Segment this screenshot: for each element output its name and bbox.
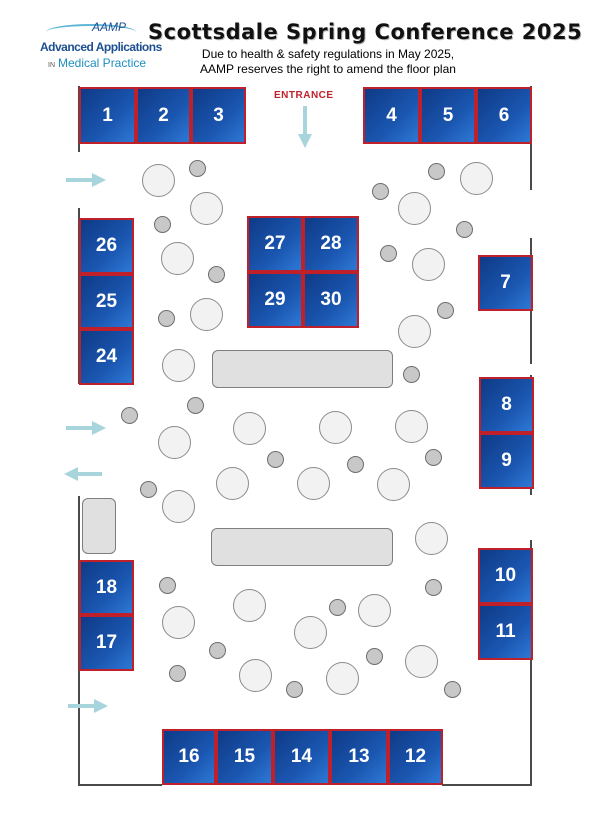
side-table bbox=[82, 498, 116, 554]
logo-aamp-text: AAMP bbox=[92, 20, 127, 34]
cocktail-table bbox=[437, 302, 454, 319]
booth-17[interactable]: 17 bbox=[79, 615, 134, 671]
round-table bbox=[216, 467, 249, 500]
cocktail-table bbox=[456, 221, 473, 238]
round-table bbox=[190, 298, 223, 331]
wall-bottom-right bbox=[442, 784, 532, 786]
booth-13[interactable]: 13 bbox=[330, 729, 388, 785]
booth-28[interactable]: 28 bbox=[303, 216, 359, 272]
cocktail-table bbox=[121, 407, 138, 424]
round-table bbox=[294, 616, 327, 649]
cocktail-table bbox=[347, 456, 364, 473]
round-table bbox=[395, 410, 428, 443]
page-title: Scottsdale Spring Conference 2025 bbox=[148, 20, 583, 44]
round-table bbox=[162, 606, 195, 639]
buffet-table bbox=[211, 528, 393, 566]
arrow-right-icon bbox=[66, 173, 106, 187]
booth-8[interactable]: 8 bbox=[479, 377, 534, 433]
cocktail-table bbox=[208, 266, 225, 283]
cocktail-table bbox=[380, 245, 397, 262]
cocktail-table bbox=[372, 183, 389, 200]
entrance-label: ENTRANCE bbox=[274, 90, 334, 101]
subtitle-line1: Due to health & safety regulations in Ma… bbox=[201, 47, 455, 61]
cocktail-table bbox=[428, 163, 445, 180]
booth-18[interactable]: 18 bbox=[79, 560, 134, 615]
wall-bottom-left bbox=[78, 784, 162, 786]
booth-7[interactable]: 7 bbox=[478, 255, 533, 311]
booth-9[interactable]: 9 bbox=[479, 433, 534, 489]
booth-29[interactable]: 29 bbox=[247, 272, 303, 328]
booth-25[interactable]: 25 bbox=[79, 274, 134, 329]
round-table bbox=[398, 315, 431, 348]
logo-arc-icon bbox=[46, 24, 136, 40]
booth-1[interactable]: 1 bbox=[79, 87, 136, 144]
cocktail-table bbox=[169, 665, 186, 682]
cocktail-table bbox=[209, 642, 226, 659]
arrow-left-icon bbox=[64, 467, 102, 481]
round-table bbox=[326, 662, 359, 695]
booth-12[interactable]: 12 bbox=[388, 729, 443, 785]
logo-line1: Advanced Applications bbox=[40, 40, 162, 54]
round-table bbox=[158, 426, 191, 459]
buffet-table bbox=[212, 350, 393, 388]
round-table bbox=[358, 594, 391, 627]
booth-10[interactable]: 10 bbox=[478, 548, 533, 604]
cocktail-table bbox=[159, 577, 176, 594]
subtitle-line2: AAMP reserves the right to amend the flo… bbox=[200, 62, 456, 76]
logo-line2-text: Medical Practice bbox=[58, 56, 147, 70]
arrow-right-icon bbox=[66, 421, 106, 435]
booth-27[interactable]: 27 bbox=[247, 216, 303, 272]
round-table bbox=[412, 248, 445, 281]
round-table bbox=[142, 164, 175, 197]
booth-5[interactable]: 5 bbox=[420, 87, 476, 144]
arrow-right-icon bbox=[68, 699, 108, 713]
round-table bbox=[161, 242, 194, 275]
wall-right-lower bbox=[530, 540, 532, 786]
round-table bbox=[190, 192, 223, 225]
round-table bbox=[377, 468, 410, 501]
logo-in-text: IN bbox=[48, 62, 55, 69]
cocktail-table bbox=[154, 216, 171, 233]
cocktail-table bbox=[425, 579, 442, 596]
booth-30[interactable]: 30 bbox=[303, 272, 359, 328]
booth-14[interactable]: 14 bbox=[273, 729, 330, 785]
booth-3[interactable]: 3 bbox=[191, 87, 246, 144]
round-table bbox=[415, 522, 448, 555]
cocktail-table bbox=[286, 681, 303, 698]
cocktail-table bbox=[158, 310, 175, 327]
booth-2[interactable]: 2 bbox=[136, 87, 191, 144]
cocktail-table bbox=[267, 451, 284, 468]
booth-11[interactable]: 11 bbox=[478, 604, 533, 660]
cocktail-table bbox=[187, 397, 204, 414]
round-table bbox=[398, 192, 431, 225]
round-table bbox=[162, 490, 195, 523]
cocktail-table bbox=[366, 648, 383, 665]
round-table bbox=[239, 659, 272, 692]
cocktail-table bbox=[444, 681, 461, 698]
cocktail-table bbox=[140, 481, 157, 498]
booth-26[interactable]: 26 bbox=[79, 218, 134, 274]
round-table bbox=[319, 411, 352, 444]
entrance-arrow-icon bbox=[298, 106, 312, 148]
cocktail-table bbox=[189, 160, 206, 177]
booth-4[interactable]: 4 bbox=[363, 87, 420, 144]
booth-6[interactable]: 6 bbox=[476, 87, 532, 144]
booth-24[interactable]: 24 bbox=[79, 329, 134, 385]
round-table bbox=[233, 589, 266, 622]
cocktail-table bbox=[403, 366, 420, 383]
round-table bbox=[405, 645, 438, 678]
round-table bbox=[233, 412, 266, 445]
cocktail-table bbox=[329, 599, 346, 616]
round-table bbox=[460, 162, 493, 195]
round-table bbox=[297, 467, 330, 500]
booth-16[interactable]: 16 bbox=[162, 729, 216, 785]
round-table bbox=[162, 349, 195, 382]
booth-15[interactable]: 15 bbox=[216, 729, 273, 785]
cocktail-table bbox=[425, 449, 442, 466]
